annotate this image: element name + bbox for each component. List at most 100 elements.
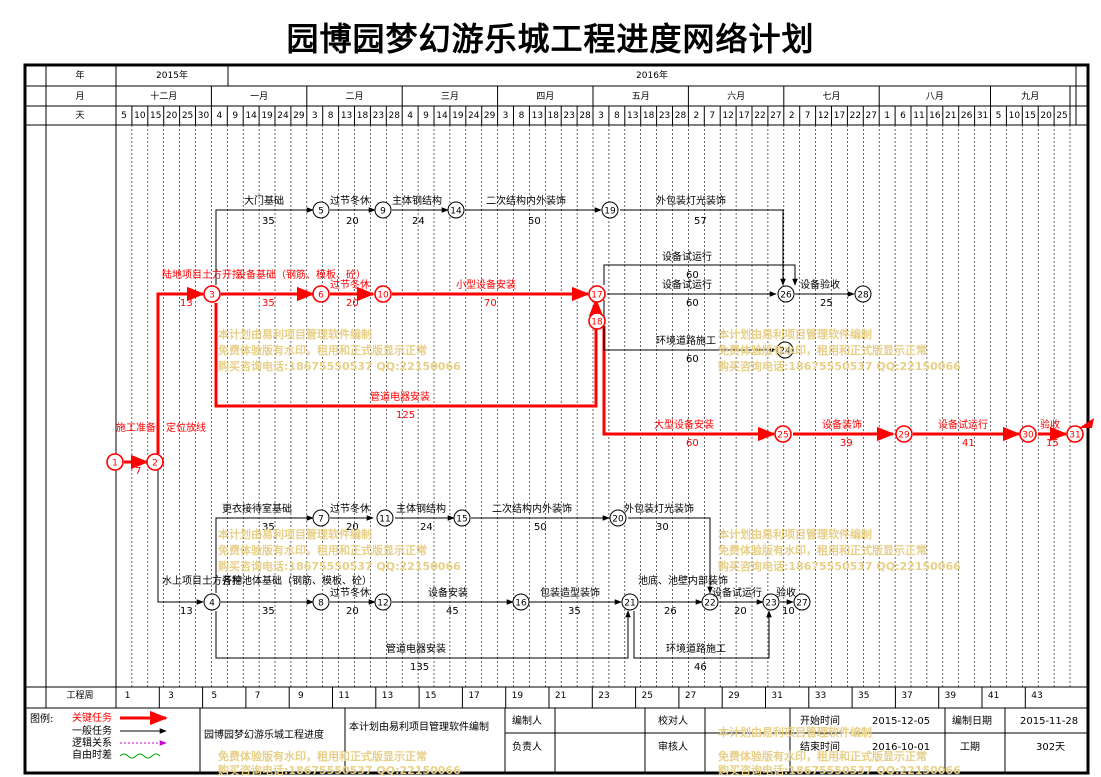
year-row-label: 年 [75,69,84,81]
footer-end: 2016-10-01 [872,742,930,753]
node-11: 11 [376,509,394,527]
footer-start: 2015-12-05 [872,716,930,727]
arrow-4-21 [215,610,631,659]
duration-14-19: 50 [528,216,541,227]
week-label: 29 [728,691,740,701]
svg-text:6: 6 [318,291,324,301]
day-label: 3 [312,111,318,121]
week-label: 25 [642,691,653,701]
month-row-label: 月 [75,91,84,102]
day-label: 18 [643,111,655,121]
node-12: 12 [374,593,392,611]
month-labels: 十二月一月二月三月四月五月六月七月八月九月 [150,90,1039,102]
day-label: 5 [121,111,127,121]
watermark-block-2: 本计划由易利项目管理软件编制 免费体验版有水印，租用和正式版显示正常 购买咨询电… [718,327,961,373]
watermark-footer-right: 本计划由易利项目管理软件编制 免费体验版有水印，租用和正式版显示正常 购买咨询电… [718,725,961,777]
day-label: 23 [373,111,384,121]
week-label: 21 [555,691,566,701]
footer-duration-label: 工期 [960,741,980,753]
svg-text:12: 12 [377,599,388,609]
duration-9-14: 24 [412,216,425,227]
day-label: 21 [945,111,956,121]
day-label: 23 [659,111,670,121]
task-label-29-30: 设备试运行 [938,418,988,431]
node-22: 22 [701,593,719,611]
week-label: 37 [901,691,912,701]
week-label: 9 [298,691,304,701]
duration-3-17: 125 [396,410,415,421]
watermark-block-3: 本计划由易利项目管理软件编制 免费体验版有水印，租用和正式版显示正常 购买咨询电… [218,527,461,573]
day-label: 3 [598,111,604,121]
task-label-3-6: 设备基础（钢筋、模板、砼） [236,268,366,281]
task-label-17-26b: 设备试运行 [662,278,712,291]
svg-text:5: 5 [318,207,324,217]
task-label-8-12: 过节冬休 [330,586,370,599]
node-10: 10 [374,285,392,303]
node-25: 25 [774,425,792,443]
svg-text:23: 23 [765,599,776,609]
legend-float-label: 自由时差 [72,748,112,761]
node-9: 9 [374,201,392,219]
watermark-block-1: 本计划由易利项目管理软件编制 免费体验版有水印，租用和正式版显示正常 购买咨询电… [218,327,461,373]
week-label: 19 [512,691,524,701]
duration-4-7: 35 [262,522,275,533]
week-label: 13 [382,691,393,701]
svg-text:本计划由易利项目管理软件编制: 本计划由易利项目管理软件编制 [218,527,372,541]
duration-10-17: 70 [484,298,497,309]
day-label: 10 [1009,111,1021,121]
task-label-4-8: 各种池体基础（钢筋、模板、砼） [222,574,372,587]
duration-30-31: 15 [1046,438,1059,449]
arrow-20-22 [628,517,713,594]
end-flag-icon [1079,418,1094,428]
day-label: 2 [789,111,795,121]
critical-path [124,286,1068,470]
week-label: 39 [945,691,957,701]
node-5: 5 [312,201,330,219]
day-label: 7 [709,111,715,121]
node-16: 16 [512,593,530,611]
task-label-4-7: 更衣接待室基础 [222,502,292,515]
day-label: 25 [1056,111,1067,121]
duration-17-24: 60 [686,354,699,365]
day-label: 20 [1040,111,1052,121]
svg-text:9: 9 [380,207,386,217]
svg-text:4: 4 [209,599,215,609]
duration-6-10: 20 [346,298,359,309]
node-2: 2 [146,453,164,471]
node-3: 3 [203,285,221,303]
legend-normal-label: 一般任务 [72,724,112,737]
week-label: 33 [815,691,826,701]
svg-text:8: 8 [318,599,324,609]
node-21: 21 [621,593,639,611]
week-label: 23 [598,691,609,701]
week-label: 41 [988,691,999,701]
duration-3-6: 35 [262,298,275,309]
svg-text:购买咨询电话:18675550537 QQ:22150066: 购买咨询电话:18675550537 QQ:22150066 [218,359,461,373]
footer-compile-label: 编制日期 [952,714,992,727]
month-label: 七月 [822,91,840,102]
node-7: 7 [312,509,330,527]
day-label: 14 [245,111,257,121]
day-label: 19 [261,111,273,121]
day-label: 2 [693,111,699,121]
node-23: 23 [762,593,780,611]
month-label: 六月 [727,90,745,102]
duration-17-26b: 60 [686,298,699,309]
node-28: 28 [854,285,872,303]
duration-21-23: 46 [694,662,707,673]
duration-2-4: 13 [180,606,193,617]
month-label: 五月 [632,91,650,102]
footer-start-label: 开始时间 [800,714,840,727]
task-label-26-28: 设备验收 [800,278,840,291]
day-label: 25 [182,111,193,121]
week-label: 5 [211,691,217,701]
day-label: 9 [423,111,429,121]
duration-1-2: 7 [135,466,141,477]
day-label: 10 [134,111,146,121]
duration-18-25: 60 [686,438,699,449]
year-label-2016: 2016年 [636,69,668,81]
duration-16-21: 35 [568,606,581,617]
day-label: 13 [627,111,638,121]
day-label: 27 [866,111,877,121]
